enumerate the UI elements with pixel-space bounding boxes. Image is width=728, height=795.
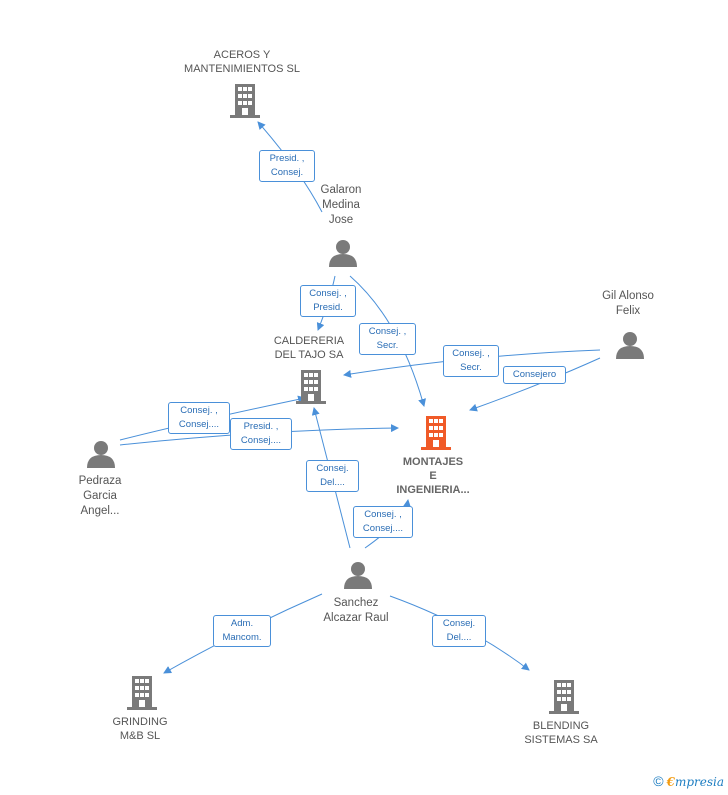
relation-pedraza-caldereria[interactable]: Consej. , Consej.... xyxy=(168,402,230,434)
pedraza-label[interactable]: Pedraza Garcia Angel... xyxy=(60,474,140,519)
relation-line: Consej.... xyxy=(240,435,282,446)
relation-sanchez-montajes[interactable]: Consej. , Consej.... xyxy=(353,506,413,538)
grinding-label-line: GRINDING xyxy=(112,716,168,728)
relation-galaron-aceros[interactable]: Presid. , Consej. xyxy=(259,150,315,182)
relation-sanchez-caldereria[interactable]: Consej. Del.... xyxy=(306,460,359,492)
relation-galaron-montajes[interactable]: Consej. , Secr. xyxy=(359,323,416,355)
gil-label[interactable]: Gil Alonso Felix xyxy=(586,289,670,319)
relation-galaron-caldereria[interactable]: Consej. , Presid. xyxy=(300,285,356,317)
relation-line: Consej. xyxy=(442,618,476,629)
relation-line: Secr. xyxy=(460,362,482,373)
pedraza-label-line: Angel... xyxy=(80,505,120,517)
montajes-label-line: E xyxy=(429,470,437,482)
relation-line: Consej.... xyxy=(362,523,404,534)
relation-pedraza-montajes[interactable]: Presid. , Consej.... xyxy=(230,418,292,450)
relation-line: Consej. , xyxy=(452,348,490,359)
galaron-label-line: Medina xyxy=(322,199,360,211)
grinding-building-icon[interactable] xyxy=(127,676,157,710)
montajes-label-line: MONTAJES xyxy=(402,456,464,468)
relation-gil-caldereria[interactable]: Consej. , Secr. xyxy=(443,345,499,377)
relation-line: Presid. , xyxy=(269,153,305,164)
relation-sanchez-blending[interactable]: Consej. Del.... xyxy=(432,615,486,647)
grinding-label[interactable]: GRINDING M&B SL xyxy=(90,715,190,743)
relation-line: Consej.... xyxy=(178,419,220,430)
gil-person-icon[interactable] xyxy=(616,331,644,359)
galaron-label-line: Galaron xyxy=(320,184,362,196)
relation-gil-montajes[interactable]: Consejero xyxy=(503,366,566,384)
caldereria-label-line: DEL TAJO SA xyxy=(274,349,344,361)
copyright-icon: © xyxy=(653,773,664,789)
sanchez-label-line: Alcazar Raul xyxy=(323,612,389,624)
aceros-label-line: ACEROS Y xyxy=(213,49,271,61)
relation-line: Consej. xyxy=(316,463,349,474)
aceros-building-icon[interactable] xyxy=(230,84,260,118)
relation-line: Secr. xyxy=(376,340,399,351)
brand-name: mpresia xyxy=(674,775,724,789)
gil-label-line: Gil Alonso xyxy=(602,290,654,302)
relation-line: Consej. , xyxy=(368,326,407,337)
galaron-person-icon[interactable] xyxy=(329,239,357,267)
empresia-logo[interactable]: ©€mpresia xyxy=(653,773,724,789)
relation-line: Consej. , xyxy=(180,405,218,416)
pedraza-person-icon[interactable] xyxy=(87,440,115,468)
blending-label-line: SISTEMAS SA xyxy=(524,734,598,746)
relation-line: Del.... xyxy=(320,477,345,488)
relation-line: Consejero xyxy=(512,369,557,380)
sanchez-label-line: Sanchez xyxy=(333,597,379,609)
relation-line: Consej. xyxy=(270,167,304,178)
caldereria-building-icon[interactable] xyxy=(296,370,326,404)
blending-label[interactable]: BLENDING SISTEMAS SA xyxy=(506,719,616,747)
relation-line: Consej. , xyxy=(309,288,347,299)
relation-line: Del.... xyxy=(446,632,472,643)
sanchez-person-icon[interactable] xyxy=(344,561,372,589)
pedraza-label-line: Pedraza xyxy=(78,475,122,487)
galaron-label-line: Jose xyxy=(328,214,354,226)
montajes-label[interactable]: MONTAJES E INGENIERIA... xyxy=(378,455,488,497)
blending-building-icon[interactable] xyxy=(549,680,579,714)
sanchez-label[interactable]: Sanchez Alcazar Raul xyxy=(306,596,406,626)
galaron-label[interactable]: Galaron Medina Jose xyxy=(300,183,382,228)
relation-line: Mancom. xyxy=(222,632,262,643)
relation-line: Presid. , xyxy=(243,421,279,432)
gil-label-line: Felix xyxy=(615,305,641,317)
blending-label-line: BLENDING xyxy=(532,720,590,732)
caldereria-label-line: CALDERERIA xyxy=(273,335,345,347)
relation-line: Adm. xyxy=(230,618,254,629)
aceros-label-line: MANTENIMIENTOS SL xyxy=(184,63,300,75)
edge-gil-montajes xyxy=(469,357,601,412)
grinding-label-line: M&B SL xyxy=(119,730,161,742)
caldereria-label[interactable]: CALDERERIA DEL TAJO SA xyxy=(250,334,368,362)
montajes-label-line: INGENIERIA... xyxy=(396,484,470,496)
aceros-label[interactable]: ACEROS Y MANTENIMIENTOS SL xyxy=(172,48,312,76)
brand-first-letter: € xyxy=(666,775,675,789)
montajes-building-icon[interactable] xyxy=(421,416,451,450)
relation-sanchez-grinding[interactable]: Adm. Mancom. xyxy=(213,615,271,647)
relation-line: Presid. xyxy=(313,302,343,313)
relation-line: Consej. , xyxy=(364,509,402,520)
pedraza-label-line: Garcia xyxy=(83,490,117,502)
